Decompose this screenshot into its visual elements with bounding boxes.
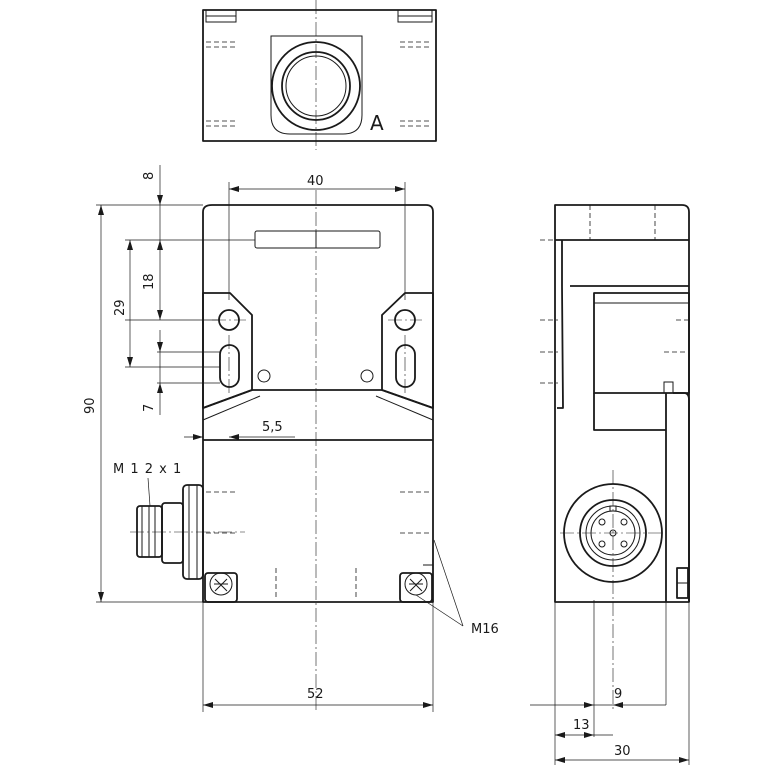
dim-7: 7 <box>142 404 157 412</box>
dim-52: 52 <box>307 687 324 702</box>
front-view <box>130 190 434 710</box>
dim-9: 9 <box>614 687 622 702</box>
dim-40: 40 <box>307 174 324 189</box>
screw-label: M16 <box>471 622 499 637</box>
dim-8: 8 <box>142 172 157 180</box>
right-slot-icon <box>395 344 416 388</box>
side-screw-icon <box>676 567 689 599</box>
thread-label: M 1 2 x 1 <box>113 462 182 477</box>
dim-18: 18 <box>142 273 157 290</box>
side-view <box>540 204 690 710</box>
top-view: A <box>202 0 437 150</box>
dim-30: 30 <box>614 744 631 759</box>
dim-13: 13 <box>573 718 590 733</box>
dim-5-5: 5,5 <box>262 420 283 435</box>
left-slot-icon <box>219 344 240 388</box>
left-screw-icon <box>204 572 238 603</box>
view-label-a: A <box>370 111 384 135</box>
dim-90: 90 <box>83 397 98 414</box>
connector-boss-icon <box>271 41 361 131</box>
dimensions: 40 8 18 29 7 90 <box>83 165 690 765</box>
right-screw-icon <box>399 572 433 603</box>
dim-29: 29 <box>113 299 128 316</box>
